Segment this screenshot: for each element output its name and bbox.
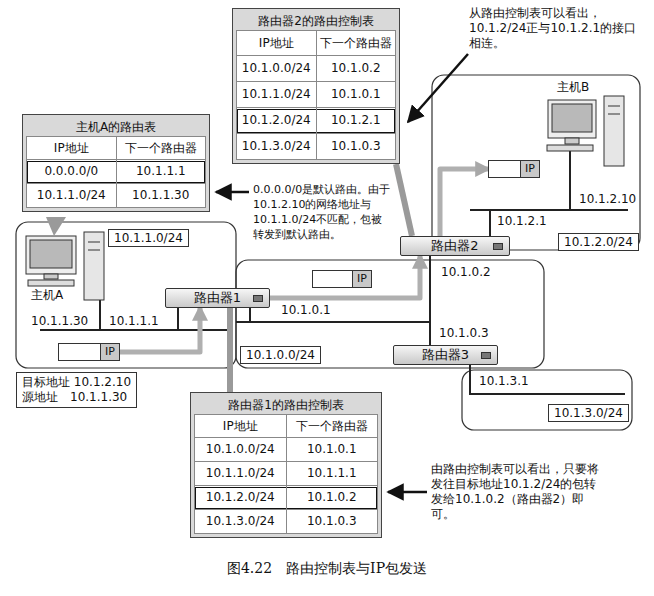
address-label: 10.1.2.1 xyxy=(496,214,548,228)
ip-header: IP xyxy=(520,161,539,177)
table-cell: 10.1.1.1 xyxy=(116,160,206,183)
table-cell: 10.1.0.0/24 xyxy=(237,56,316,81)
table-cell: 下一个路由器 xyxy=(116,137,206,159)
network-label: 10.1.0.0/24 xyxy=(240,346,321,364)
router-led xyxy=(481,352,491,359)
ip-packet: IP xyxy=(58,343,120,361)
router-name: 路由器2 xyxy=(431,238,478,253)
router-name: 路由器1 xyxy=(194,290,241,305)
table-heading: 路由器1的路由控制表 xyxy=(194,396,378,414)
network-label: 10.1.2.0/24 xyxy=(558,233,639,251)
network-region xyxy=(432,75,640,250)
table-cell: 10.1.1.1 xyxy=(286,462,378,485)
note-text: 从路由控制表可以看出，10.1.2/24正与10.1.2.1的接口相连。 xyxy=(468,6,648,51)
network-address: 10.1.1.0/24 xyxy=(114,231,183,245)
network-address: 10.1.3.0/24 xyxy=(554,406,623,420)
table-cell: IP地址 xyxy=(27,137,116,159)
table-row: IP地址下一个路由器 xyxy=(236,30,396,56)
router-box: 路由器3 xyxy=(393,345,498,365)
address-label: 主机B xyxy=(556,80,590,94)
routing-table: 路由器2的路由控制表IP地址下一个路由器10.1.0.0/2410.1.0.21… xyxy=(232,8,400,164)
table-row: 10.1.1.0/2410.1.1.1 xyxy=(194,462,378,486)
ip-header: IP xyxy=(352,271,371,287)
table-cell: 10.1.0.1 xyxy=(286,438,378,461)
leader-arrow xyxy=(408,54,468,122)
network-region xyxy=(462,370,632,430)
table-cell: 10.1.0.2 xyxy=(286,486,378,509)
table-cell: 10.1.2.0/24 xyxy=(195,486,286,509)
address-label: 10.1.1.1 xyxy=(108,314,160,328)
address-label: 10.1.0.1 xyxy=(280,303,332,317)
table-row: 0.0.0.0/010.1.1.1 xyxy=(26,160,206,184)
address-label: 10.1.0.3 xyxy=(438,326,490,340)
table-cell: 10.1.1.0/24 xyxy=(237,82,316,107)
table-row: 10.1.1.0/2410.1.1.30 xyxy=(26,184,206,208)
table-cell: 下一个路由器 xyxy=(286,415,378,437)
table-cell: 10.1.2.0/24 xyxy=(237,108,316,133)
table-row: 10.1.1.0/2410.1.0.1 xyxy=(236,82,396,108)
network-address: 10.1.2.0/24 xyxy=(564,235,633,249)
figure-caption: 图4.22 路由控制表与IP包发送 xyxy=(0,560,654,578)
host-computer xyxy=(547,96,624,166)
address-box: 目标地址 10.1.2.10源地址 10.1.1.30 xyxy=(16,372,137,408)
table-cell: 10.1.0.3 xyxy=(316,134,396,159)
address-label: 10.1.3.1 xyxy=(478,374,530,388)
routing-table: 主机A的路由表IP地址下一个路由器0.0.0.0/010.1.1.110.1.1… xyxy=(22,114,210,212)
ip-packet: IP xyxy=(312,270,372,288)
leader-arrow xyxy=(388,491,427,494)
router-box: 路由器2 xyxy=(400,236,510,256)
callout-pointer xyxy=(227,308,233,392)
table-heading: 路由器2的路由控制表 xyxy=(236,12,396,30)
address-line: 源地址 10.1.1.30 xyxy=(22,390,131,405)
address-line: 目标地址 10.1.2.10 xyxy=(22,375,131,390)
table-cell: 10.1.1.0/24 xyxy=(195,462,286,485)
ip-header: IP xyxy=(100,344,119,360)
note-text: 0.0.0.0/0是默认路由。由于10.1.2.10的网络地址与10.1.1.0… xyxy=(252,182,392,242)
table-row: IP地址下一个路由器 xyxy=(26,136,206,160)
table-cell: 10.1.0.0/24 xyxy=(195,438,286,461)
table-cell: 10.1.0.3 xyxy=(286,510,378,533)
network-region xyxy=(236,260,544,368)
table-cell: IP地址 xyxy=(195,415,286,437)
table-row: 10.1.0.0/2410.1.0.1 xyxy=(194,438,378,462)
table-cell: IP地址 xyxy=(237,31,316,55)
table-cell: 10.1.3.0/24 xyxy=(237,134,316,159)
packet-route-arrow xyxy=(270,256,420,298)
router-led xyxy=(493,243,503,250)
network-label: 10.1.1.0/24 xyxy=(108,229,189,247)
note-text: 由路由控制表可以看出，只要将发往目标地址10.1.2/24的包转发给10.1.0… xyxy=(430,462,608,522)
network-address: 10.1.0.0/24 xyxy=(246,348,315,362)
routing-table: 路由器1的路由控制表IP地址下一个路由器10.1.0.0/2410.1.0.11… xyxy=(190,392,382,538)
packet-route-arrow xyxy=(440,169,488,236)
router-box: 路由器1 xyxy=(165,288,270,308)
table-row: 10.1.3.0/2410.1.0.3 xyxy=(236,134,396,160)
table-cell: 0.0.0.0/0 xyxy=(27,160,116,183)
table-cell: 10.1.1.30 xyxy=(116,184,206,207)
table-row: 10.1.2.0/2410.1.0.2 xyxy=(194,486,378,510)
router-name: 路由器3 xyxy=(422,347,469,362)
table-row: 10.1.2.0/2410.1.2.1 xyxy=(236,108,396,134)
leader-arrow xyxy=(216,191,249,194)
callout-pointer xyxy=(396,164,412,236)
table-cell: 10.1.1.0/24 xyxy=(27,184,116,207)
lan-wire xyxy=(470,365,625,394)
table-cell: 10.1.2.1 xyxy=(316,108,396,133)
callout-pointer xyxy=(46,217,66,236)
table-cell: 10.1.0.1 xyxy=(316,82,396,107)
network-label: 10.1.3.0/24 xyxy=(548,404,629,422)
table-row: IP地址下一个路由器 xyxy=(194,414,378,438)
router-led xyxy=(253,295,263,302)
table-cell: 10.1.3.0/24 xyxy=(195,510,286,533)
table-cell: 下一个路由器 xyxy=(316,31,396,55)
address-label: 10.1.1.30 xyxy=(30,314,89,328)
address-label: 主机A xyxy=(30,288,64,302)
table-row: 10.1.0.0/2410.1.0.2 xyxy=(236,56,396,82)
table-row: 10.1.3.0/2410.1.0.3 xyxy=(194,510,378,534)
ip-packet: IP xyxy=(488,160,540,178)
table-heading: 主机A的路由表 xyxy=(26,118,206,136)
address-label: 10.1.0.2 xyxy=(440,265,492,279)
table-cell: 10.1.0.2 xyxy=(316,56,396,81)
address-label: 10.1.2.10 xyxy=(578,192,637,206)
